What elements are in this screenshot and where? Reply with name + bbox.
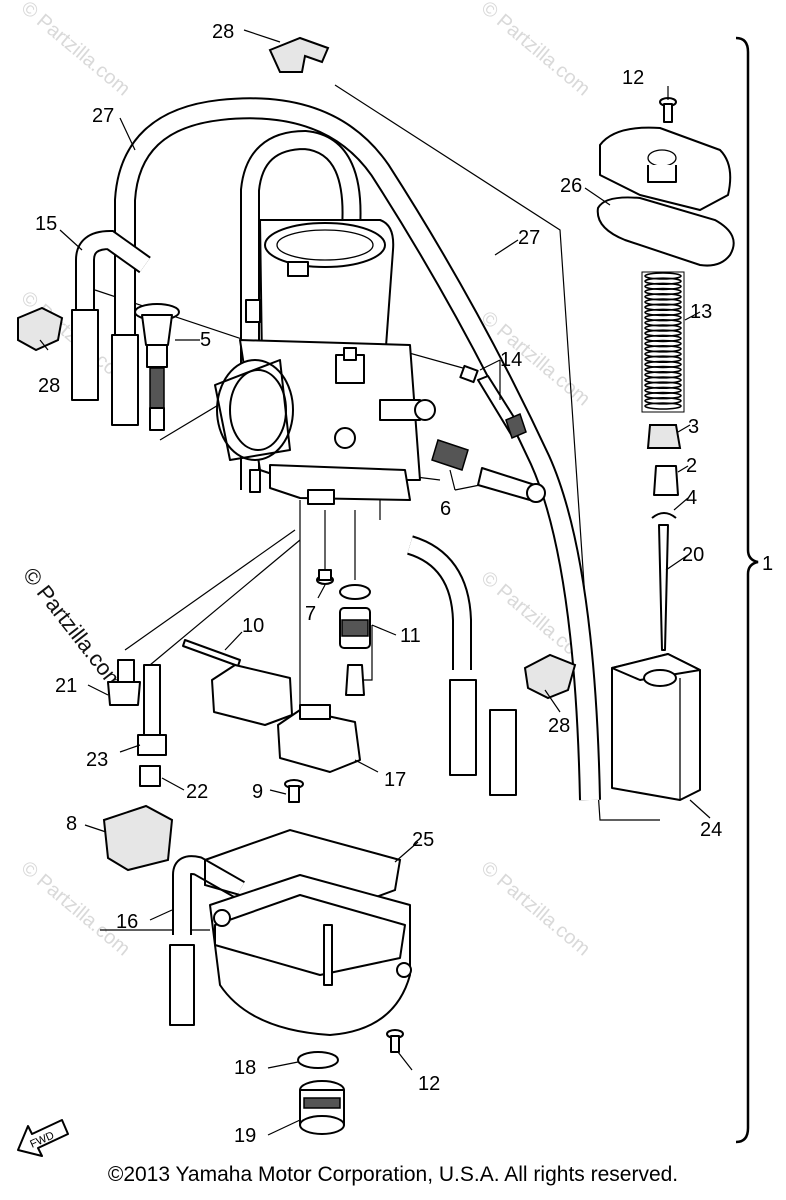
float-screw <box>284 779 304 803</box>
hose-segment <box>449 679 477 776</box>
callout-3: 3 <box>688 416 699 438</box>
bowl-screw <box>386 1029 404 1053</box>
pilot-screw <box>459 364 527 440</box>
callout-6: 6 <box>440 498 451 520</box>
clip <box>651 512 677 519</box>
watermark: © Partzilla.com <box>477 0 594 100</box>
callout-28: 28 <box>548 715 570 737</box>
callout-9: 9 <box>252 781 263 803</box>
callout-12: 12 <box>418 1073 440 1095</box>
callout-14: 14 <box>500 349 522 371</box>
cap-gasket <box>596 196 735 267</box>
callout-26: 26 <box>560 175 582 197</box>
fwd-arrow-icon: FWD <box>17 1119 69 1157</box>
spring-coil <box>644 381 682 390</box>
hose-segment <box>489 709 517 796</box>
hose-segment <box>169 944 195 1026</box>
float-bowl <box>204 828 412 1036</box>
callout-27: 27 <box>518 227 540 249</box>
hose-segment <box>71 309 99 401</box>
callout-7: 7 <box>305 603 316 625</box>
spring-seat <box>646 424 682 449</box>
o-ring <box>297 1051 339 1069</box>
watermark: © Partzilla.com <box>477 857 594 960</box>
throttle-spring-icon <box>641 271 685 413</box>
spring-coil <box>644 355 682 364</box>
assembly-bracket <box>735 36 759 1144</box>
hose-group <box>71 97 601 1026</box>
needle-valve <box>339 584 371 696</box>
baffle <box>102 804 174 872</box>
float <box>211 664 361 773</box>
callout-23: 23 <box>86 749 108 771</box>
drain-plug <box>299 1080 345 1135</box>
assembly-leader-lines <box>94 84 660 931</box>
spring-coil <box>644 287 682 296</box>
spring-coil <box>644 391 682 400</box>
spring-coil <box>644 339 682 348</box>
callout-13: 13 <box>690 301 712 323</box>
main-jet <box>139 765 161 787</box>
callout-20: 20 <box>682 544 704 566</box>
spring-coil <box>644 365 682 374</box>
callout-8: 8 <box>66 813 77 835</box>
callout-4: 4 <box>686 487 697 509</box>
callout-28: 28 <box>212 21 234 43</box>
spring-coil <box>644 277 682 286</box>
drain-screw <box>107 659 141 706</box>
needle-holder <box>653 465 679 496</box>
callout-15: 15 <box>35 213 57 235</box>
copyright-notice: ©2013 Yamaha Motor Corporation, U.S.A. A… <box>107 1163 679 1186</box>
pilot-jet-washer <box>316 569 334 585</box>
callout-28: 28 <box>38 375 60 397</box>
spring-coil <box>644 313 682 322</box>
throttle-stop-screw <box>431 439 546 503</box>
choke-plunger <box>134 303 180 431</box>
callout-21: 21 <box>55 675 77 697</box>
callout-10: 10 <box>242 615 264 637</box>
callout-18: 18 <box>234 1057 256 1079</box>
spring-coil <box>644 402 682 410</box>
spring-coil <box>644 329 682 338</box>
main-jet-holder <box>137 664 167 756</box>
hose-segment <box>111 334 139 426</box>
callout-1: 1 <box>762 553 773 575</box>
callout-12: 12 <box>622 67 644 89</box>
callout-27: 27 <box>92 105 114 127</box>
callout-2: 2 <box>686 455 697 477</box>
callout-17: 17 <box>384 769 406 791</box>
callout-22: 22 <box>186 781 208 803</box>
callout-24: 24 <box>700 819 722 841</box>
screw-icon <box>659 97 677 123</box>
callout-leaders <box>39 29 711 1136</box>
carburetor-body <box>214 219 436 505</box>
callout-labels: 28 27 12 26 27 15 13 5 28 14 3 2 4 6 20 … <box>35 21 773 1147</box>
top-cap <box>599 126 732 211</box>
throttle-valve <box>611 653 701 801</box>
callout-5: 5 <box>200 329 211 351</box>
callout-19: 19 <box>234 1125 256 1147</box>
watermark: © Partzilla.com <box>17 857 134 960</box>
watermark: © Partzilla.com <box>17 0 134 100</box>
callout-25: 25 <box>412 829 434 851</box>
spring-coil <box>644 303 682 312</box>
callout-16: 16 <box>116 911 138 933</box>
hose-clamp-icon <box>17 36 577 700</box>
jet-needle <box>658 524 669 651</box>
callout-11: 11 <box>400 625 421 647</box>
